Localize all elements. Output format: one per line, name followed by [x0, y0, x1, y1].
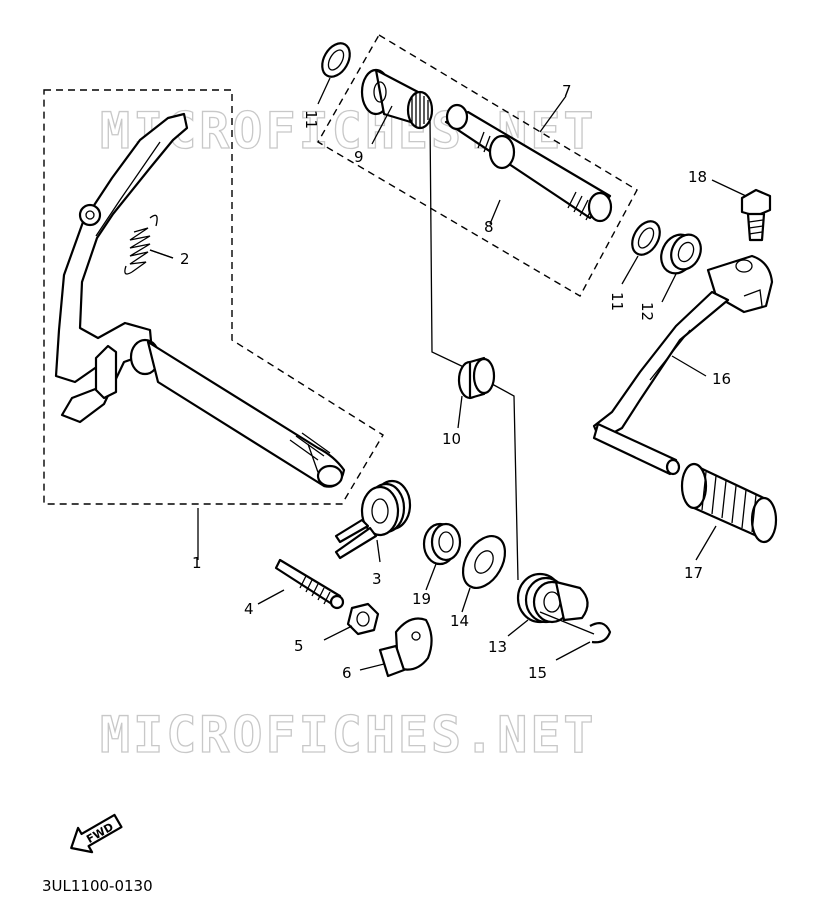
washer-part-11-right	[621, 220, 661, 285]
nut-part-5	[323, 602, 380, 641]
callout-3: 3	[372, 570, 382, 588]
callout-14: 14	[450, 612, 469, 630]
callout-13: 13	[488, 638, 507, 656]
shift-shaft-part-1	[54, 112, 346, 488]
callout-19: 19	[412, 590, 431, 608]
callout-16: 16	[712, 370, 731, 388]
oil-seal-part-12	[660, 233, 702, 303]
fwd-arrow-icon: FWD	[70, 813, 123, 854]
kick-crank-part-16	[592, 254, 774, 476]
kick-axle-part-8	[444, 103, 613, 225]
leader-part-7	[539, 95, 567, 133]
assembly-boundary-7	[317, 34, 638, 297]
collar-part-10	[457, 356, 496, 429]
spring-part-13	[507, 572, 589, 637]
leader-part-9	[371, 105, 393, 145]
callout-6: 6	[342, 664, 352, 682]
callout-7: 7	[562, 82, 572, 100]
callout-4: 4	[244, 600, 254, 618]
leader-part-2	[149, 249, 174, 259]
callout-11-right: 11	[608, 292, 626, 311]
kick-gear-part-9	[360, 68, 434, 130]
diagram-code: 3UL1100-0130	[42, 877, 153, 895]
callout-1: 1	[192, 554, 202, 572]
callout-2: 2	[180, 250, 190, 268]
circlip-part-15	[539, 611, 612, 661]
callout-9: 9	[354, 148, 364, 166]
stud-bolt-part-4	[257, 558, 345, 610]
bolt-part-18	[711, 179, 772, 242]
oil-seal-part-19	[422, 522, 462, 591]
washer-part-11-top	[317, 42, 351, 105]
axis-line-9-10	[429, 117, 471, 371]
callout-11-top: 11	[302, 110, 320, 129]
stopper-lever-part-6	[359, 617, 433, 678]
callout-10: 10	[442, 430, 461, 448]
watermark-bottom: MICROFICHES.NET	[100, 706, 597, 764]
spring-part-2	[124, 214, 174, 275]
callout-5: 5	[294, 637, 304, 655]
assembly-boundary-1	[43, 89, 384, 505]
axis-line-10-13	[491, 383, 519, 581]
callout-17: 17	[684, 564, 703, 582]
callout-18: 18	[688, 168, 707, 186]
torsion-spring-part-3	[334, 479, 412, 563]
pedal-part-17	[680, 462, 778, 561]
callout-8: 8	[484, 218, 494, 236]
callout-15: 15	[528, 664, 547, 682]
callout-12: 12	[638, 302, 656, 321]
washer-part-14	[461, 535, 507, 613]
